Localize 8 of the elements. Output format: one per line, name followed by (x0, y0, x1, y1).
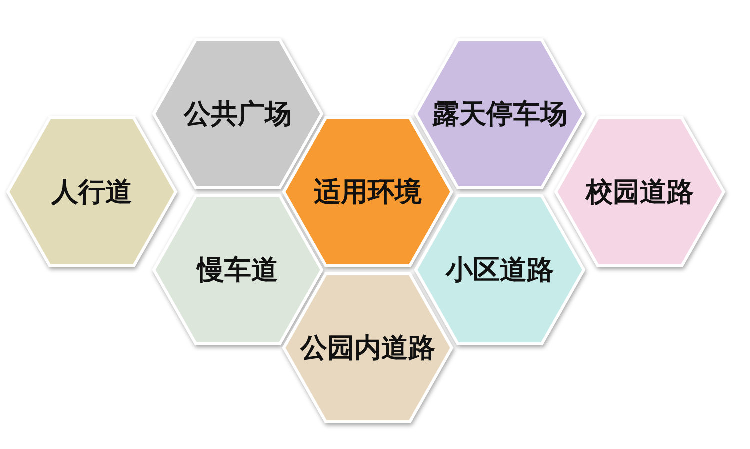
tile-label: 人行道 (50, 176, 134, 210)
tile-label: 露天停车场 (432, 98, 568, 132)
tile-label: 小区道路 (444, 254, 555, 288)
tile-label: 公园内道路 (299, 332, 436, 366)
tile-label: 适用环境 (313, 176, 423, 210)
tile-label: 公共广场 (182, 98, 293, 132)
tile-label: 慢车道 (195, 254, 280, 288)
tile-label: 校园道路 (584, 176, 695, 210)
